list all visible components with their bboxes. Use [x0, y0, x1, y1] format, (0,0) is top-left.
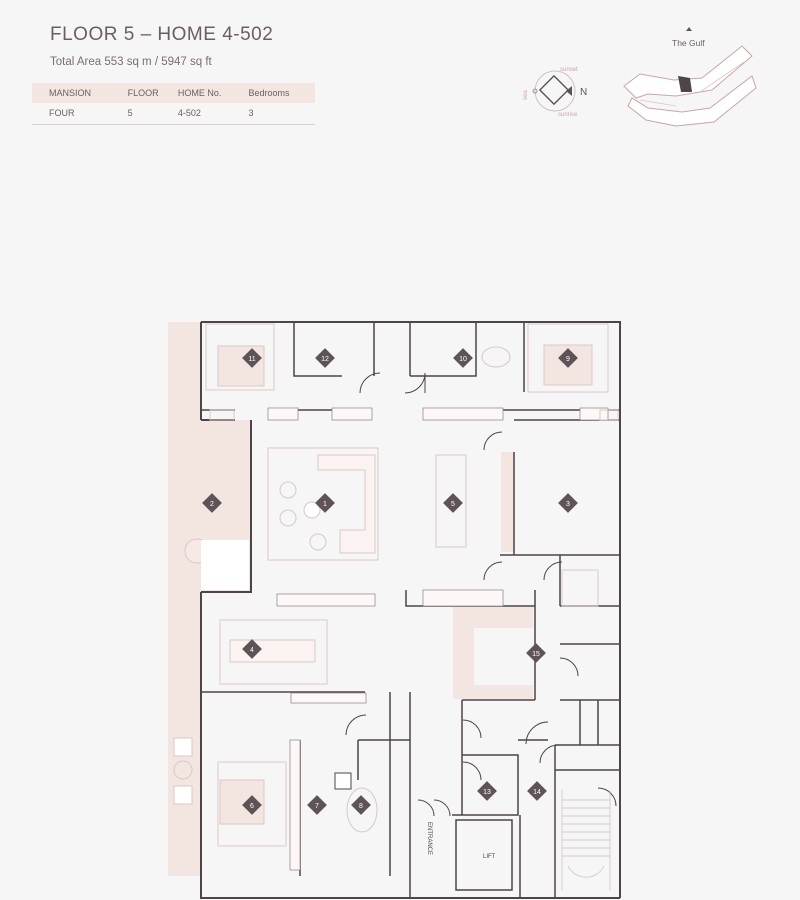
key-plan-detail-lines — [639, 61, 745, 107]
value-floor: 5 — [127, 103, 178, 125]
svg-text:9: 9 — [566, 356, 570, 363]
header-home-no: HOME No. — [177, 83, 249, 103]
key-plan-lower-building — [627, 75, 757, 127]
key-plan-upper-building — [623, 45, 753, 99]
room-marker-1: 1 — [315, 493, 335, 513]
floor-plan: LIFT ENTRANCE 1 2 3 4 5 — [168, 321, 621, 899]
svg-text:3: 3 — [566, 501, 570, 508]
room-marker-13: 13 — [477, 781, 497, 801]
terrace-strip-3 — [501, 452, 515, 552]
room-marker-8: 8 — [351, 795, 371, 815]
compass-sea-dot-icon — [532, 88, 538, 94]
info-table: MANSION FLOOR HOME No. Bedrooms FOUR 5 4… — [32, 83, 315, 125]
svg-text:1: 1 — [323, 501, 327, 508]
room-marker-2: 2 — [202, 493, 222, 513]
room-marker-15: 15 — [526, 643, 546, 663]
room-marker-5: 5 — [443, 493, 463, 513]
compass-ring — [534, 70, 576, 112]
compass-sunrise-label: sunrise — [558, 112, 578, 118]
key-plan-marker-icon — [686, 27, 692, 31]
header-floor: FLOOR — [127, 83, 178, 103]
svg-text:4: 4 — [250, 647, 254, 654]
svg-text:15: 15 — [532, 651, 540, 658]
key-plan: The Gulf — [623, 27, 757, 127]
room-marker-11: 11 — [242, 348, 262, 368]
page-title: FLOOR 5 – HOME 4-502 — [50, 24, 274, 45]
svg-text:12: 12 — [321, 356, 329, 363]
info-table-row: FOUR 5 4-502 3 — [32, 103, 315, 125]
compass-pointer-icon — [566, 86, 572, 96]
staircase — [561, 790, 611, 890]
header-bedrooms: Bedrooms — [248, 83, 315, 103]
room-marker-14: 14 — [527, 781, 547, 801]
svg-text:5: 5 — [451, 501, 455, 508]
header-mansion: MANSION — [32, 83, 128, 103]
key-plan-home-highlight — [678, 76, 692, 92]
terrace-west — [168, 322, 201, 876]
info-table-header-row: MANSION FLOOR HOME No. Bedrooms — [32, 83, 315, 103]
value-bedrooms: 3 — [248, 103, 315, 125]
value-home-no: 4-502 — [177, 103, 249, 125]
furniture — [173, 323, 619, 847]
compass-north-label: N — [580, 87, 587, 98]
svg-text:10: 10 — [459, 356, 467, 363]
builtins — [267, 407, 609, 871]
doors — [345, 372, 617, 817]
room-marker-12: 12 — [315, 348, 335, 368]
svg-text:11: 11 — [248, 356, 255, 363]
value-mansion: FOUR — [32, 103, 128, 125]
svg-text:7: 7 — [315, 803, 319, 810]
svg-text:13: 13 — [483, 789, 491, 796]
compass: N sunset sunrise sea — [523, 67, 587, 118]
entrance-label: ENTRANCE — [426, 822, 432, 855]
svg-text:2: 2 — [210, 501, 214, 508]
room-marker-10: 10 — [453, 348, 473, 368]
room-marker-9: 9 — [558, 348, 578, 368]
svg-text:14: 14 — [533, 789, 541, 796]
key-plan-label: The Gulf — [672, 38, 705, 48]
room-marker-7: 7 — [307, 795, 327, 815]
svg-text:6: 6 — [250, 803, 254, 810]
total-area: Total Area 553 sq m / 5947 sq ft — [50, 56, 212, 68]
courtyard-inner — [474, 628, 533, 685]
compass-sea-label: sea — [523, 90, 529, 100]
compass-diamond — [538, 74, 570, 106]
svg-text:8: 8 — [359, 803, 363, 810]
room-marker-3: 3 — [558, 493, 578, 513]
compass-sunset-label: sunset — [560, 67, 578, 73]
lift-label: LIFT — [483, 854, 496, 860]
